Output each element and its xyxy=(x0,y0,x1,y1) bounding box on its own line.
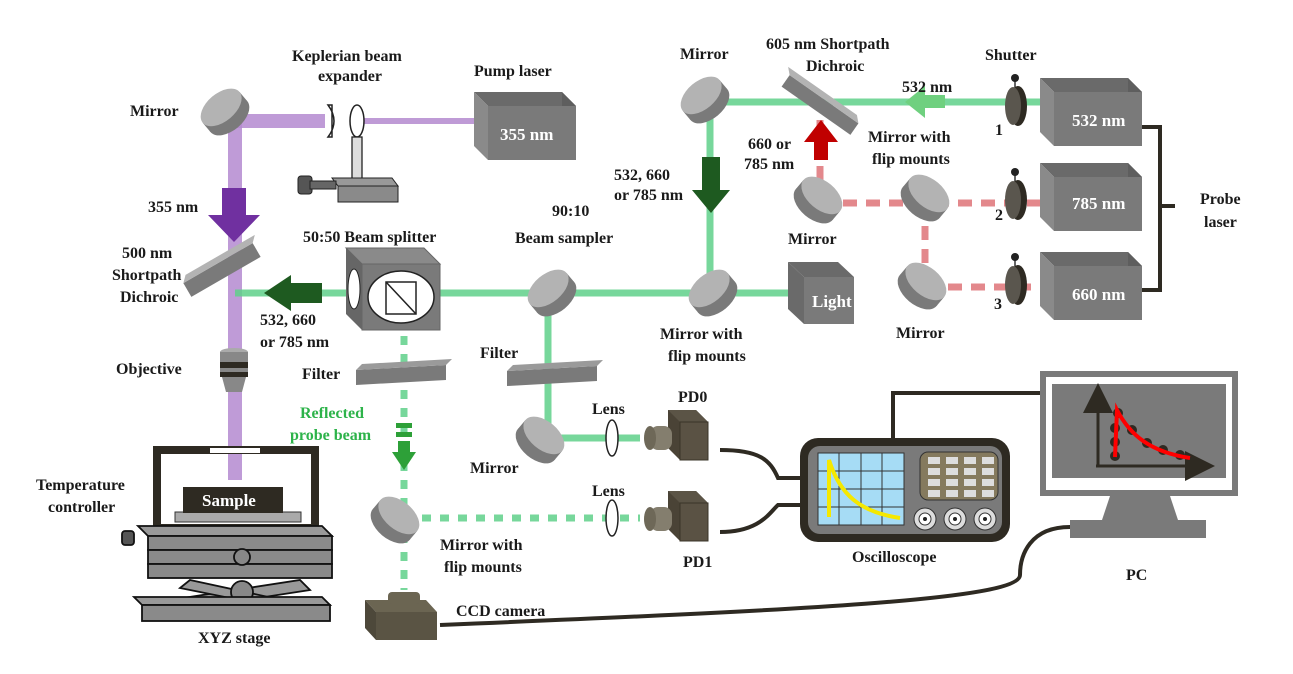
label-filter-mid: Filter xyxy=(480,345,518,362)
label-reflected-1: Reflected xyxy=(300,405,364,422)
label-pump-laser: Pump laser xyxy=(474,63,552,80)
label-xyz-stage: XYZ stage xyxy=(198,630,270,647)
label-mirror-flip-right-2: flip mounts xyxy=(872,151,950,168)
label-arrow-down-1: 532, 660 xyxy=(614,167,670,184)
label-sample: Sample xyxy=(202,491,256,510)
filter-left xyxy=(356,359,452,385)
dichroic-605nm xyxy=(781,66,859,135)
oscilloscope xyxy=(800,438,1010,542)
label-objective: Objective xyxy=(116,361,182,378)
label-sampler-1: 90:10 xyxy=(552,203,589,220)
label-laser-660: 660 nm xyxy=(1072,285,1125,304)
ccd-camera xyxy=(365,592,437,640)
label-shutter-3: 3 xyxy=(994,296,1002,313)
filter-mid xyxy=(507,360,603,386)
scope-trace xyxy=(827,459,901,520)
pc-monitor xyxy=(1040,371,1238,538)
arrow-reflected-down xyxy=(392,423,416,470)
pump-beam xyxy=(228,114,480,480)
label-oscilloscope: Oscilloscope xyxy=(852,549,936,566)
arrow-532-left xyxy=(905,86,945,118)
photodiode-pd1 xyxy=(643,490,709,542)
xyz-stage xyxy=(121,525,335,622)
label-mirror-red-lower: Mirror xyxy=(896,325,945,342)
arrow-left-probe xyxy=(264,275,322,311)
label-mirror-top-left: Mirror xyxy=(130,103,179,120)
label-sampler-2: Beam sampler xyxy=(515,230,613,247)
label-dichroic605-2: Dichroic xyxy=(806,58,864,75)
arrow-red-up xyxy=(804,120,838,160)
label-laser-785: 785 nm xyxy=(1072,194,1125,213)
label-pc: PC xyxy=(1126,567,1147,584)
sample-block xyxy=(183,487,283,513)
label-arrow-red-2: 785 nm xyxy=(744,156,795,173)
lens-0 xyxy=(605,419,619,457)
label-pd0: PD0 xyxy=(678,389,707,406)
photodiode-pd0 xyxy=(643,409,709,461)
objective-lens xyxy=(220,348,248,392)
label-shutter: Shutter xyxy=(985,47,1037,64)
label-laser-532: 532 nm xyxy=(1072,111,1125,130)
label-ccd: CCD camera xyxy=(456,603,545,620)
label-mirror-flip-center-2: flip mounts xyxy=(668,348,746,365)
label-temp-2: controller xyxy=(48,499,115,516)
label-arrow-red-1: 660 or xyxy=(748,136,791,153)
label-probe-2: laser xyxy=(1204,214,1237,231)
mirror-flip-bottom xyxy=(363,489,427,551)
mirror-red-lower xyxy=(890,255,954,317)
label-pd1: PD1 xyxy=(683,554,712,571)
arrow-355-down xyxy=(208,188,260,242)
shutter-2[interactable] xyxy=(1004,167,1028,221)
beam-sampler-9010 xyxy=(520,262,584,324)
label-probe-1: Probe xyxy=(1200,191,1241,208)
label-lens-1: Lens xyxy=(592,483,625,500)
label-pump-wavelength: 355 nm xyxy=(500,125,553,144)
label-arrow-left-1: 532, 660 xyxy=(260,312,316,329)
label-mirror-flip-bottom-1: Mirror with xyxy=(440,537,523,554)
label-dichroic500-1: 500 nm xyxy=(122,245,173,262)
dichroic-500nm xyxy=(183,234,261,297)
label-arrow-355: 355 nm xyxy=(148,199,199,216)
probe-laser-bracket xyxy=(1142,125,1175,292)
label-dichroic500-3: Dichroic xyxy=(120,289,178,306)
keplerian-beam-expander xyxy=(297,104,399,203)
pc-fit-curve xyxy=(1113,402,1191,460)
label-lens-0: Lens xyxy=(592,401,625,418)
label-mirror-red-upper: Mirror xyxy=(788,231,837,248)
label-mirror-mid: Mirror xyxy=(470,460,519,477)
shutter-3[interactable] xyxy=(1004,252,1028,306)
beam-splitter-5050 xyxy=(344,247,442,331)
label-mirror-top-center: Mirror xyxy=(680,46,729,63)
label-dichroic605-1: 605 nm Shortpath xyxy=(766,36,890,53)
label-filter-left: Filter xyxy=(302,366,340,383)
mirror-flip-center xyxy=(681,262,745,324)
label-mirror-flip-bottom-2: flip mounts xyxy=(444,559,522,576)
label-mirror-flip-right-1: Mirror with xyxy=(868,129,951,146)
shutter-1[interactable] xyxy=(1004,73,1028,127)
label-reflected-2: probe beam xyxy=(290,427,372,444)
label-dichroic500-2: Shortpath xyxy=(112,267,181,284)
label-keplerian-1: Keplerian beam xyxy=(292,48,402,65)
label-bs5050: 50:50 Beam splitter xyxy=(303,229,436,246)
label-temp-1: Temperature xyxy=(36,477,125,494)
label-arrow-left-2: or 785 nm xyxy=(260,334,330,351)
label-arrow-532: 532 nm xyxy=(902,79,953,96)
label-shutter-2: 2 xyxy=(995,207,1003,224)
cables xyxy=(439,125,1160,627)
mirror-top-center xyxy=(673,69,737,131)
mirror-red-upper xyxy=(786,169,850,231)
scope-connectors xyxy=(913,507,997,531)
label-arrow-down-2: or 785 nm xyxy=(614,187,684,204)
mirror-flip-right xyxy=(893,167,957,229)
light-source xyxy=(788,262,854,324)
label-mirror-flip-center-1: Mirror with xyxy=(660,326,743,343)
arrow-down-probe xyxy=(692,157,730,213)
label-shutter-1: 1 xyxy=(995,122,1003,139)
lens-1 xyxy=(605,499,619,537)
label-keplerian-2: expander xyxy=(318,68,382,85)
label-light: Light xyxy=(812,292,852,311)
mirror-top-left xyxy=(193,81,257,143)
